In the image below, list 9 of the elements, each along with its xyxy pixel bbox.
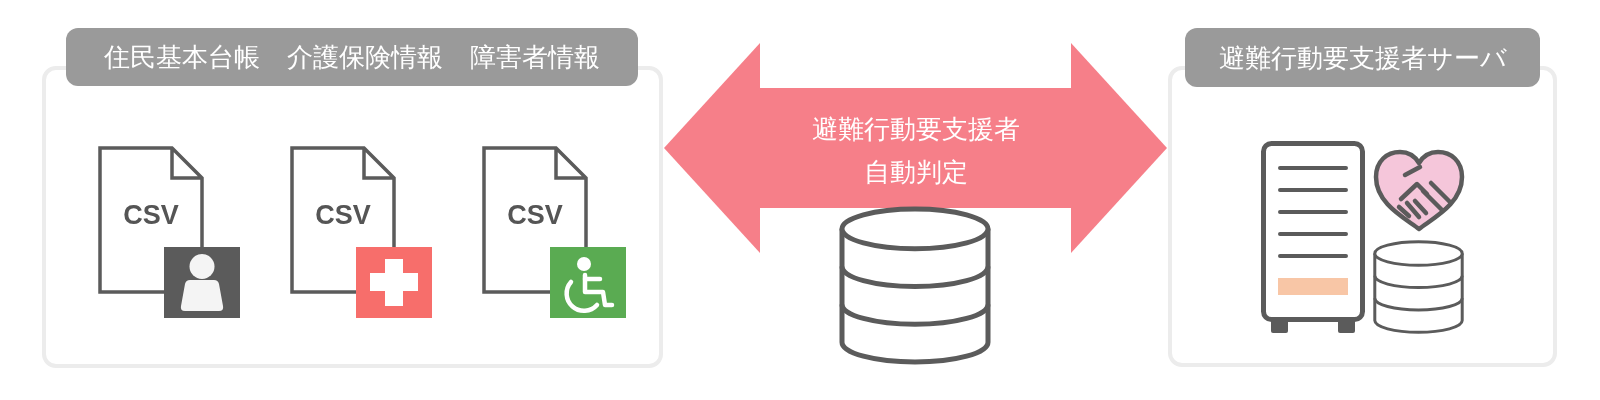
heading-text: 避難行動要支援者サーバ bbox=[1218, 42, 1507, 73]
double-arrow bbox=[664, 43, 1167, 253]
heading-text: 障害者情報 bbox=[470, 42, 600, 72]
heading-text: 住民基本台帳 bbox=[104, 42, 260, 72]
edge-label: 避難行動要支援者自動判定 bbox=[810, 113, 1021, 189]
file-label: CSV bbox=[123, 200, 179, 230]
file-label: CSV bbox=[315, 200, 371, 230]
file-label: CSV bbox=[507, 200, 563, 230]
heading-text: 介護保険情報 bbox=[287, 42, 443, 72]
